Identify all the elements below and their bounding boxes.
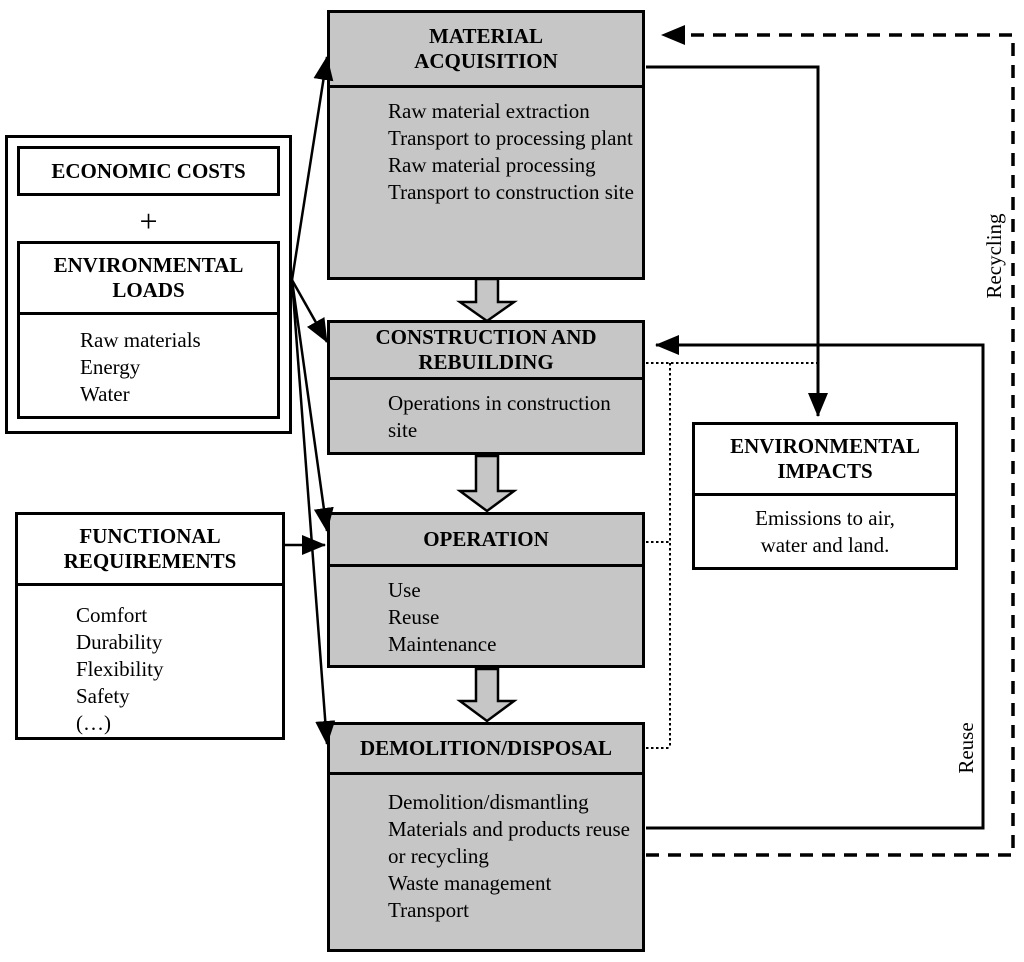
stage-items: Use Reuse Maintenance xyxy=(330,567,642,658)
list-item: Transport xyxy=(388,898,469,922)
environmental-impacts-body: Emissions to air, water and land. xyxy=(755,506,895,557)
stage-operation: OPERATION Use Reuse Maintenance xyxy=(327,512,645,668)
arrow-loads-to-demolition xyxy=(290,279,336,745)
list-item: (…) xyxy=(76,711,111,735)
costs-and-loads-panel: ECONOMIC COSTS + ENVIRONMENTAL LOADS Raw… xyxy=(5,135,292,434)
list-item: Energy xyxy=(80,355,141,379)
economic-costs-label: ECONOMIC COSTS xyxy=(51,158,246,183)
arrow-loads-to-construction xyxy=(290,279,329,343)
environmental-loads-list: Raw materials Energy Water xyxy=(20,315,277,408)
list-item: Maintenance xyxy=(388,632,497,656)
environmental-loads-box: ENVIRONMENTAL LOADS Raw materials Energy… xyxy=(17,241,280,419)
list-item: Raw materials xyxy=(80,328,201,352)
environmental-impacts-title: ENVIRONMENTAL IMPACTS xyxy=(695,425,955,496)
list-item: Demolition/dismantling xyxy=(388,790,589,814)
list-item: Transport to processing plant xyxy=(388,126,633,150)
list-item: Reuse xyxy=(388,605,440,629)
stage-title: MATERIAL ACQUISITION xyxy=(330,13,642,88)
list-item: Raw material extraction xyxy=(388,99,590,123)
list-item: Durability xyxy=(76,630,163,654)
list-item: Operations in construction site xyxy=(388,391,611,442)
arrow-loads-to-operation xyxy=(290,279,334,532)
stage-material-acquisition: MATERIAL ACQUISITION Raw material extrac… xyxy=(327,10,645,280)
block-arrow-construction-to-operation xyxy=(456,454,518,513)
list-item: Raw material processing xyxy=(388,153,596,177)
stage-items: Operations in construction site xyxy=(330,380,642,444)
environmental-loads-title: ENVIRONMENTAL LOADS xyxy=(20,244,277,315)
functional-requirements-list: Comfort Durability Flexibility Safety (…… xyxy=(18,586,282,737)
stage-title: CONSTRUCTION AND REBUILDING xyxy=(330,323,642,380)
recycling-flow-label: Recycling xyxy=(982,213,1006,299)
stage-items: Demolition/dismantling Materials and pro… xyxy=(330,775,642,924)
plus-sign: + xyxy=(139,203,158,239)
list-item: Materials and products reuse or recyclin… xyxy=(388,817,631,868)
list-item: Use xyxy=(388,578,421,602)
list-item: Waste management xyxy=(388,871,552,895)
block-arrow-operation-to-demolition xyxy=(456,667,518,723)
arrow-acquisition-to-impacts xyxy=(646,65,828,417)
stage-items: Raw material extraction Transport to pro… xyxy=(330,88,642,206)
reuse-flow-label: Reuse xyxy=(954,722,978,774)
functional-requirements-box: FUNCTIONAL REQUIREMENTS Comfort Durabili… xyxy=(15,512,285,740)
list-item: Flexibility xyxy=(76,657,164,681)
list-item: Water xyxy=(80,382,130,406)
functional-requirements-title: FUNCTIONAL REQUIREMENTS xyxy=(18,515,282,586)
list-item: Safety xyxy=(76,684,130,708)
block-arrow-acquisition-to-construction xyxy=(456,277,518,323)
environmental-impacts-box: ENVIRONMENTAL IMPACTS Emissions to air, … xyxy=(692,422,958,570)
arrow-loads-to-material-acquisition xyxy=(290,56,334,281)
economic-costs-box: ECONOMIC COSTS xyxy=(17,146,280,196)
arrow-reuse-loop xyxy=(646,335,985,830)
stage-construction-rebuilding: CONSTRUCTION AND REBUILDING Operations i… xyxy=(327,320,645,455)
list-item: Transport to construction site xyxy=(388,180,634,204)
stage-demolition-disposal: DEMOLITION/DISPOSAL Demolition/dismantli… xyxy=(327,722,645,952)
stage-title: OPERATION xyxy=(330,515,642,567)
list-item: Comfort xyxy=(76,603,148,627)
stage-title: DEMOLITION/DISPOSAL xyxy=(330,725,642,775)
